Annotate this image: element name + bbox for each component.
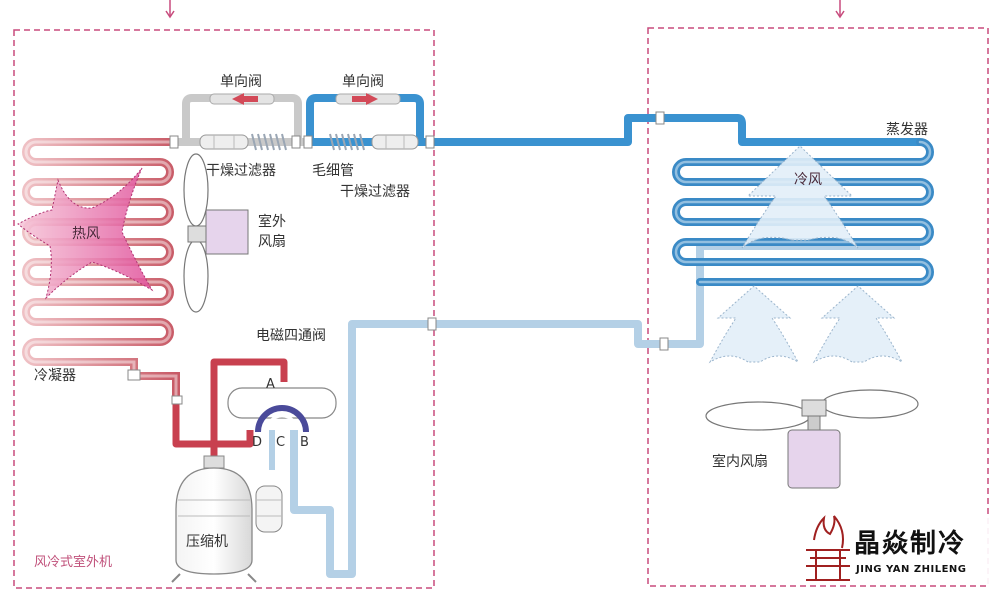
check-valve-right: 单向阀 [306, 74, 424, 142]
check-valve-right-label: 单向阀 [342, 74, 384, 90]
filter-drier-right: 干燥过滤器 [340, 134, 419, 200]
hot-discharge-pipe [172, 358, 288, 462]
filter-drier-left-label: 干燥过滤器 [206, 163, 276, 179]
outdoor-fan-label-1: 室外 [258, 213, 286, 230]
brand-watermark: 晶焱制冷 JING YAN ZHILENG [800, 515, 992, 584]
brand-logo-icon [806, 515, 850, 581]
evaporator-label: 蒸发器 [886, 122, 928, 138]
port-a-label: A [266, 377, 275, 392]
compressor: 压缩机 [171, 455, 257, 583]
port-b-label: B [300, 435, 309, 450]
hot-air-cloud: 热风 [17, 167, 154, 300]
outdoor-unit-border [13, 29, 435, 589]
indoor-fan: 室内风扇 [705, 389, 919, 489]
cold-air-label: 冷风 [794, 172, 822, 188]
capillary-coil [251, 133, 365, 151]
hot-air-label: 热风 [72, 226, 100, 242]
port-d-label: D [252, 435, 262, 450]
outdoor-fan: 室外 风扇 [183, 153, 286, 313]
check-valve-left: 单向阀 [182, 74, 302, 142]
outdoor-fan-label-2: 风扇 [258, 234, 286, 250]
four-way-valve-label: 电磁四通阀 [256, 328, 326, 344]
filter-drier-right-label: 干燥过滤器 [340, 184, 410, 200]
compressor-label: 压缩机 [186, 534, 228, 550]
brand-name-en: JING YAN ZHILENG [855, 564, 967, 575]
filter-drier-left: 干燥过滤器 [199, 134, 276, 179]
indoor-fan-label: 室内风扇 [712, 453, 768, 470]
brand-name-cn: 晶焱制冷 [854, 528, 966, 559]
cold-air-arrows [708, 145, 904, 364]
return-line [269, 242, 920, 578]
outdoor-unit-label: 风冷式室外机 [34, 554, 112, 570]
liquid-line [175, 114, 920, 146]
port-c-label: C [276, 435, 285, 450]
top-marker-left [165, 0, 175, 19]
pipe-fittings [127, 111, 665, 405]
check-valve-left-label: 单向阀 [220, 74, 262, 90]
condenser-coil [22, 138, 180, 404]
capillary-tube-label: 毛细管 [312, 163, 354, 179]
condenser-label: 冷凝器 [34, 368, 76, 384]
accumulator [255, 485, 283, 533]
top-marker-right [835, 0, 845, 19]
four-way-valve: 电磁四通阀 A D C B [227, 328, 337, 450]
evaporator-coil [672, 138, 934, 286]
indoor-unit-border [647, 27, 989, 587]
return-fittings [427, 317, 669, 351]
